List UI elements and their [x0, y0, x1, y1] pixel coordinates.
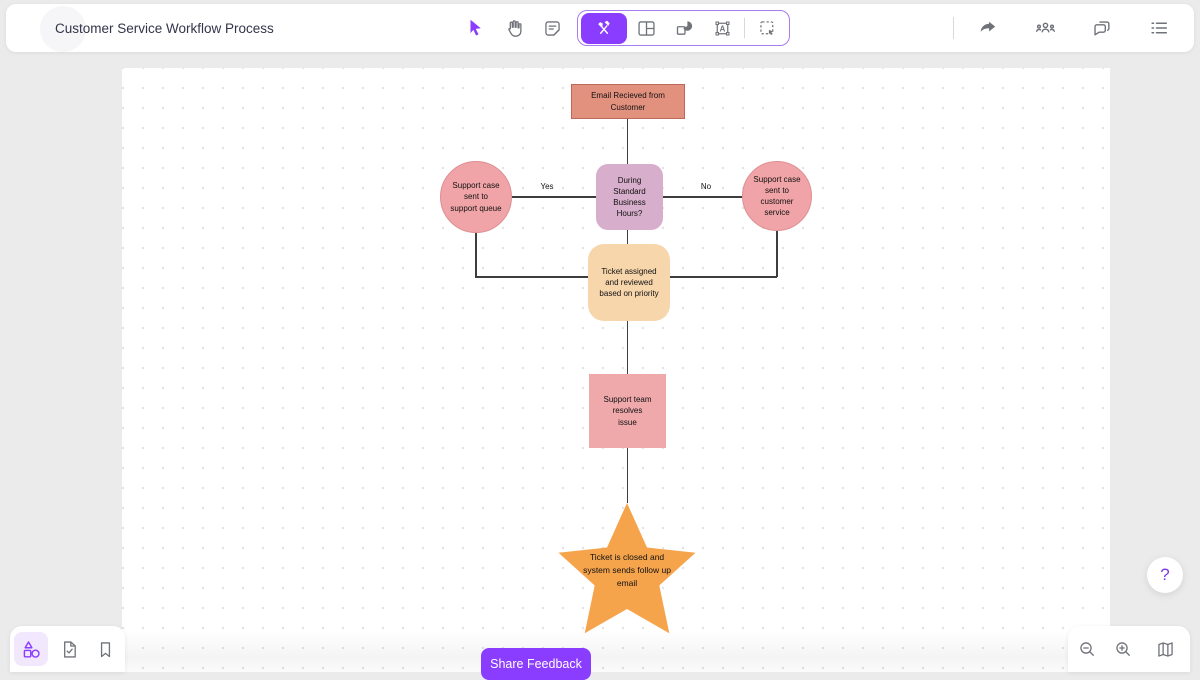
shapes-panel-button[interactable]: [14, 632, 48, 666]
node-label: Ticket assigned and reviewed based on pr…: [599, 266, 659, 299]
node-label: Support case sent to support queue: [450, 181, 502, 213]
help-button[interactable]: ?: [1147, 557, 1183, 593]
bookmark-icon: [95, 639, 116, 660]
edge-service-down[interactable]: [776, 231, 778, 277]
chat-icon: [1091, 17, 1113, 39]
edge-no[interactable]: [663, 196, 742, 198]
select-tool-button[interactable]: [461, 13, 491, 43]
minimap-button[interactable]: [1150, 632, 1180, 666]
edge-yes[interactable]: [512, 196, 596, 198]
node-support-queue[interactable]: Support case sent to support queue: [440, 161, 512, 233]
edge-label-no: No: [700, 182, 712, 191]
edge-queue-down[interactable]: [475, 233, 477, 277]
list-menu-button[interactable]: [1144, 13, 1174, 43]
text-frame-icon: A: [712, 18, 733, 39]
node-ticket-review[interactable]: Ticket assigned and reviewed based on pr…: [588, 244, 670, 321]
share-button[interactable]: [973, 13, 1003, 43]
node-label: Ticket is closed and system sends follow…: [583, 552, 671, 588]
hand-icon: [504, 18, 525, 39]
sticky-note-tool-button[interactable]: [537, 13, 567, 43]
node-label: Email Recieved from Customer: [591, 91, 665, 112]
node-label: During Standard Business Hours?: [613, 175, 646, 219]
table-tool-button[interactable]: [627, 13, 665, 43]
edge-start-decision[interactable]: [626, 119, 629, 164]
bottom-left-panel: [10, 626, 125, 672]
node-customer-service[interactable]: Support case sent to customer service: [742, 161, 812, 231]
people-icon: [1034, 17, 1057, 40]
node-label: Support team resolves issue: [603, 395, 652, 427]
square-circle-icon: [674, 18, 695, 39]
whiteboard-canvas[interactable]: Yes No Email Recieved from Customer Supp…: [122, 68, 1110, 672]
edge-ticket-resolve[interactable]: [626, 321, 629, 374]
header-right-toolbar: [953, 4, 1174, 52]
cursor-icon: [465, 17, 487, 39]
hammer-wrench-icon: [595, 19, 613, 37]
map-icon: [1155, 639, 1176, 660]
svg-text:A: A: [719, 24, 725, 33]
header-bar: Customer Service Workflow Process: [6, 4, 1194, 52]
node-resolve-issue[interactable]: Support team resolves issue: [589, 374, 666, 448]
list-icon: [1148, 17, 1170, 39]
comments-button[interactable]: [1087, 13, 1117, 43]
bottom-right-panel: [1068, 626, 1190, 672]
toolbar-divider: [744, 18, 745, 38]
shapes-tool-button[interactable]: [665, 13, 703, 43]
share-arrow-icon: [977, 17, 999, 39]
text-frame-tool-button[interactable]: A: [703, 13, 741, 43]
share-feedback-button[interactable]: Share Feedback: [481, 648, 591, 680]
document-title[interactable]: Customer Service Workflow Process: [55, 20, 274, 36]
checklist-doc-icon: [59, 639, 80, 660]
edge-resolve-closed[interactable]: [626, 448, 629, 503]
bookmark-button[interactable]: [90, 632, 120, 666]
sticky-note-icon: [542, 18, 563, 39]
node-ticket-closed-star[interactable]: [552, 498, 704, 640]
marquee-select-icon: [757, 18, 778, 39]
shapes-icon: [20, 638, 43, 661]
main-toolbar: A: [461, 4, 790, 52]
node-email-received[interactable]: Email Recieved from Customer: [571, 84, 685, 119]
shape-tools-group: A: [577, 10, 790, 46]
header-right-divider: [953, 17, 954, 39]
checklist-doc-button[interactable]: [54, 632, 84, 666]
edge-decision-ticket[interactable]: [626, 230, 629, 244]
table-icon: [636, 18, 657, 39]
logo-placeholder: [40, 6, 86, 52]
node-business-hours-decision[interactable]: During Standard Business Hours?: [596, 164, 663, 230]
edge-label-yes: Yes: [540, 182, 554, 191]
edge-service-ticket[interactable]: [670, 276, 777, 278]
zoom-in-icon: [1113, 639, 1134, 660]
build-tools-button[interactable]: [581, 12, 627, 44]
edge-queue-ticket[interactable]: [475, 276, 589, 278]
zoom-in-button[interactable]: [1108, 632, 1138, 666]
zoom-out-icon: [1077, 639, 1098, 660]
hand-tool-button[interactable]: [499, 13, 529, 43]
section-select-tool-button[interactable]: [748, 13, 786, 43]
zoom-out-button[interactable]: [1072, 632, 1102, 666]
collaborators-button[interactable]: [1030, 13, 1060, 43]
node-label: Support case sent to customer service: [753, 174, 801, 218]
